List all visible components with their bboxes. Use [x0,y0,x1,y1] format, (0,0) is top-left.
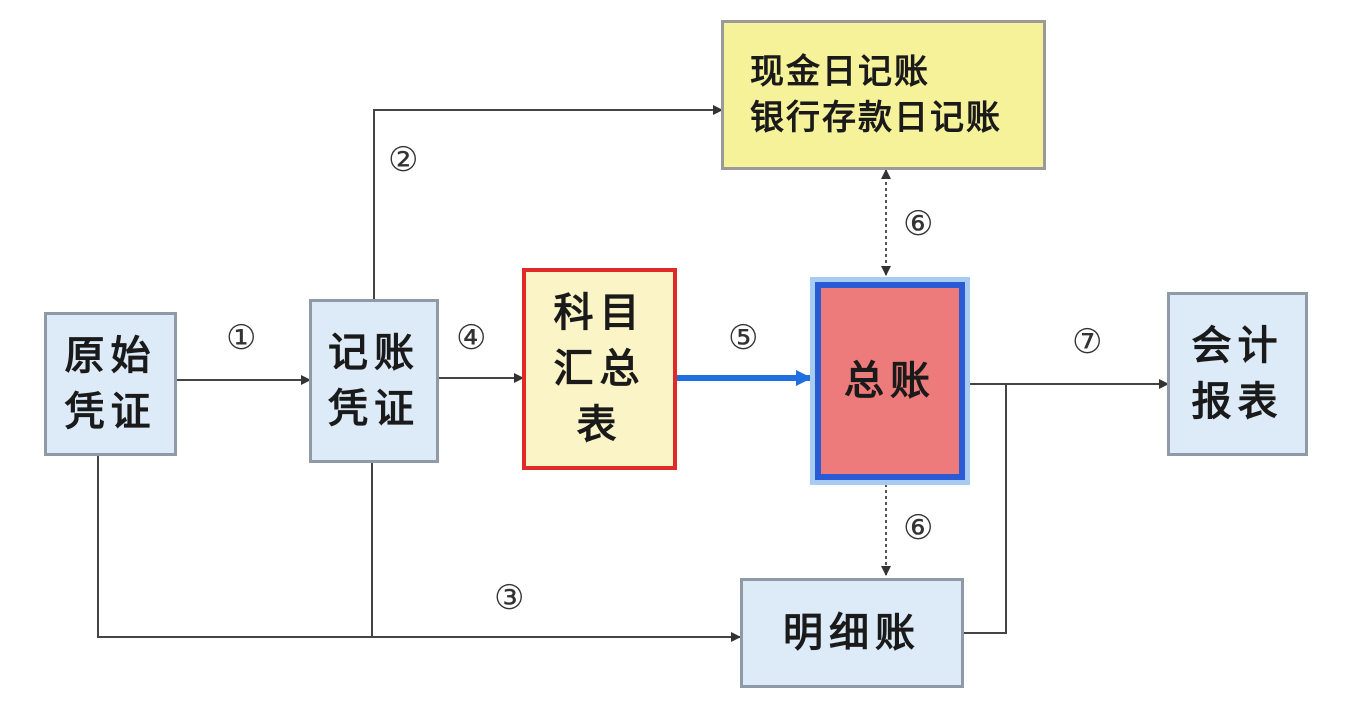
accounting-voucher-line1: 记账 [328,330,420,376]
step-4-label: ④ [456,318,487,358]
step-6-top-label: ⑥ [903,204,934,244]
accounting-voucher-line2: 凭证 [328,386,420,432]
summary-table-line3: 表 [576,402,623,448]
bank-journal-label: 银行存款日记账 [750,98,1002,138]
original-voucher-box: 原始 凭证 [44,312,177,456]
accounting-report-line1: 会计 [1191,323,1284,369]
accounting-report-line2: 报表 [1191,379,1284,425]
original-voucher-line1: 原始 [64,333,157,379]
summary-table-line2: 汇总 [553,346,646,392]
accounting-voucher-box: 记账 凭证 [309,299,439,463]
step-3-label: ③ [494,578,525,618]
step-2-label: ② [388,140,419,180]
summary-table-box: 科目 汇总 表 [522,268,677,470]
detail-ledger-box: 明细账 [740,578,964,688]
summary-table-line1: 科目 [553,290,646,336]
general-ledger-box: 总账 [815,282,965,480]
arrow-step-2 [373,105,723,300]
detail-ledger-label: 明细账 [783,610,921,656]
accounting-report-box: 会计 报表 [1167,292,1308,456]
journals-box: 现金日记账 银行存款日记账 [721,20,1046,170]
general-ledger-label: 总账 [844,358,936,404]
step-1-label: ① [226,318,257,358]
original-voucher-line2: 凭证 [64,389,157,435]
step-6-bottom-label: ⑥ [903,508,934,548]
arrow-step-3 [97,455,741,642]
cash-journal-label: 现金日记账 [750,52,930,92]
step-5-label: ⑤ [728,318,759,358]
step-7-label: ⑦ [1072,322,1103,362]
line-detail-to-report [962,384,1007,634]
